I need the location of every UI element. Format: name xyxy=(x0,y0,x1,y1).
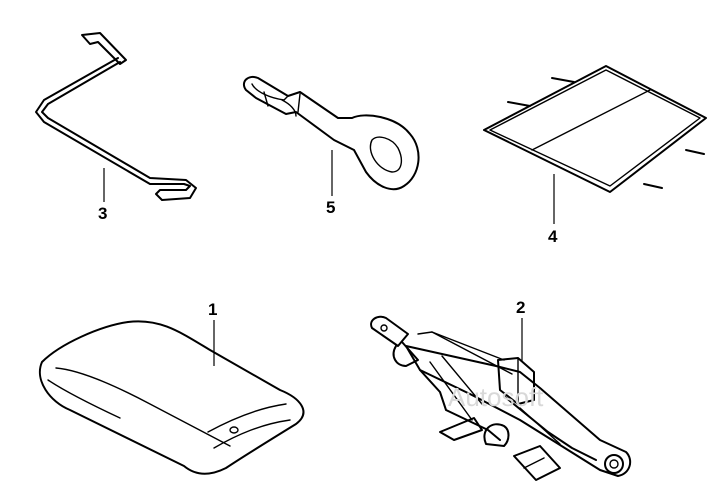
bag-icon xyxy=(39,320,305,475)
callout-3: 3 xyxy=(98,204,107,223)
watermark-text: Autosoft xyxy=(448,382,544,412)
callout-2: 2 xyxy=(516,298,525,317)
wheel-brace-icon xyxy=(35,32,197,202)
callout-5: 5 xyxy=(326,198,335,217)
tool-pouch-icon xyxy=(483,65,707,224)
scissor-jack-icon xyxy=(370,315,632,481)
callout-1: 1 xyxy=(208,300,217,319)
callout-4: 4 xyxy=(548,227,558,246)
tow-eye-icon xyxy=(242,76,420,196)
